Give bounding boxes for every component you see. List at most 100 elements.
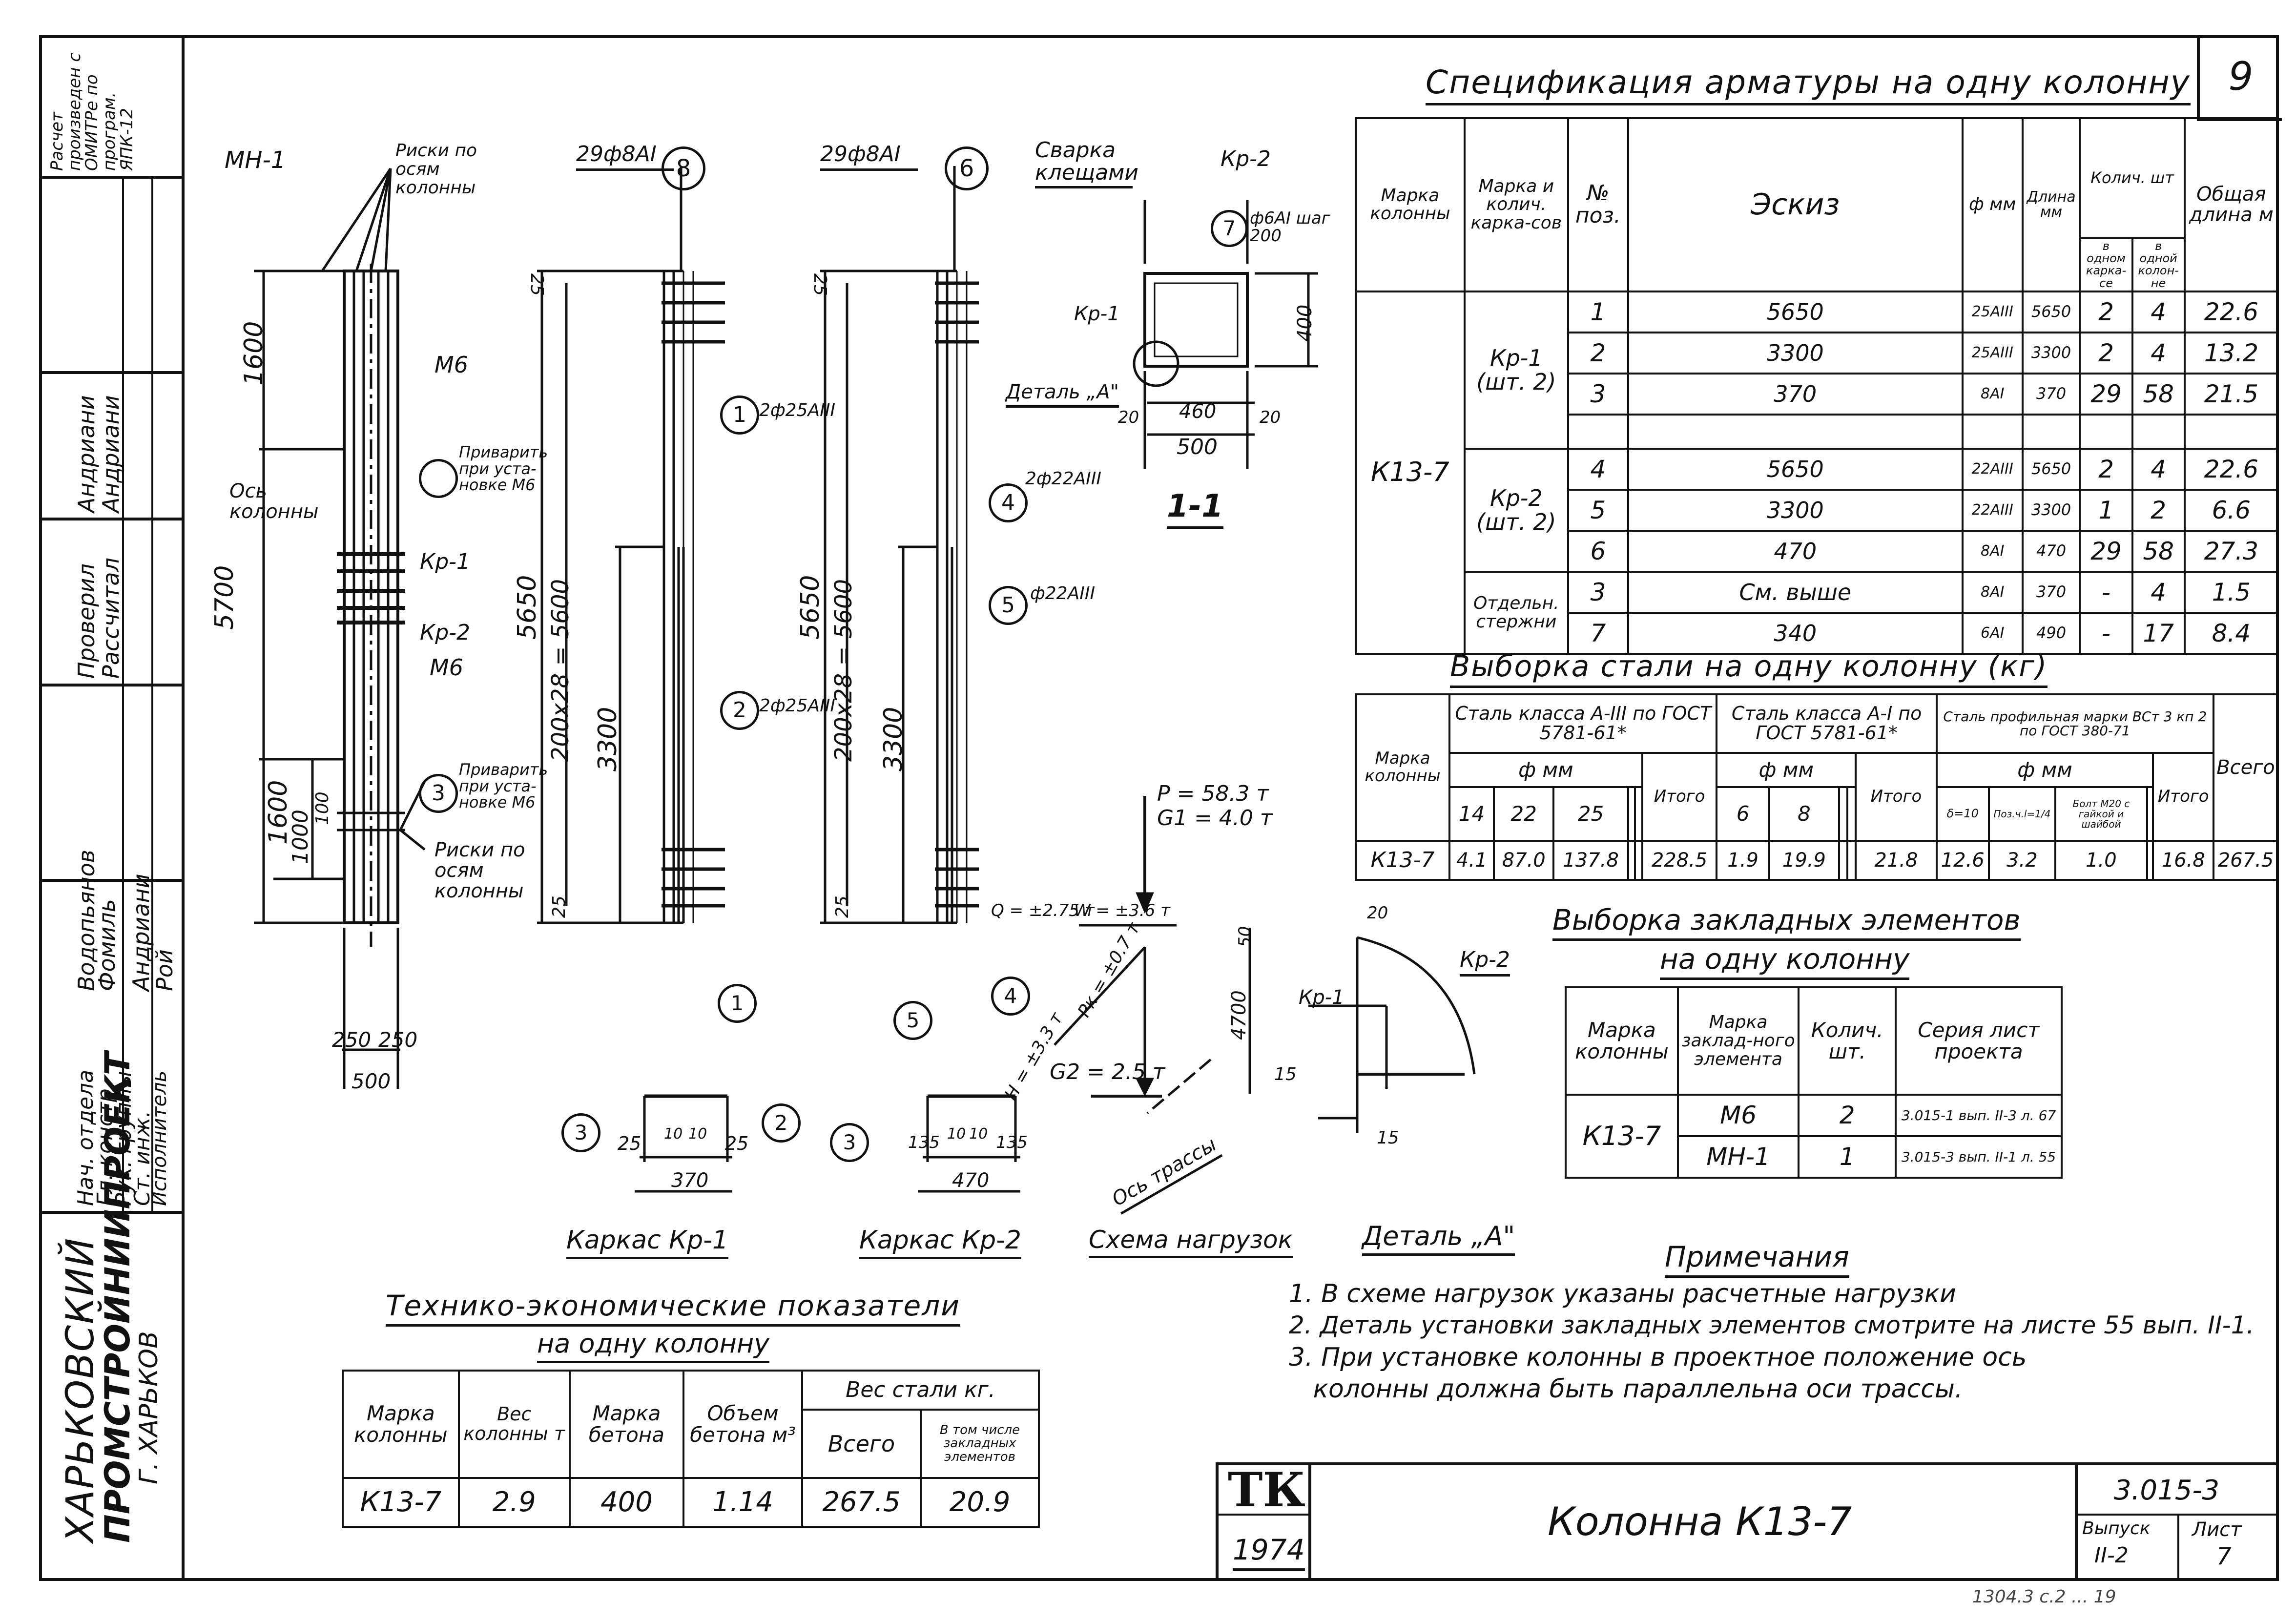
kr1-c1-label: 2ф25АIII xyxy=(759,400,835,420)
kr2-c4: 4 xyxy=(989,483,1028,522)
kr1-pos: 8 xyxy=(662,146,705,190)
spec-len: 3300 xyxy=(2021,488,2081,532)
load-q: Q = ±2.75 т xyxy=(991,901,1095,920)
spec-pos: 5 xyxy=(1567,488,1629,532)
steel-val: 1.9 xyxy=(1716,840,1770,881)
emb-title2: на одну колонну xyxy=(1660,942,1910,980)
steel-d: 25 xyxy=(1552,786,1629,842)
spec-total: 27.3 xyxy=(2183,529,2279,573)
kr2-d25a: 25 xyxy=(810,273,830,296)
lbl-kr2: Кр-2 xyxy=(420,620,471,645)
spec-row: К13-7 Кр-1 (шт. 2) 1 5650 25АIII 5650 2 … xyxy=(1355,290,2279,655)
spec-row: 3 370 8АI 370 29 58 21.5 xyxy=(1356,372,2279,416)
spec-len: 370 xyxy=(2021,570,2081,614)
tep-table: Марка колонны Вес колонны т Марка бетона… xyxy=(342,1370,1040,1528)
spec-len: 3300 xyxy=(2021,331,2081,374)
spec-dia: 25АIII xyxy=(1961,331,2024,374)
emb-h-qty: Колич. шт. xyxy=(1798,986,1897,1096)
steel-h-total-a1: Итого xyxy=(1855,752,1938,842)
emb-qty: 1 xyxy=(1798,1135,1897,1179)
spec-qf: - xyxy=(2079,611,2133,655)
tep-h-volume: Объем бетона м³ xyxy=(683,1370,803,1479)
spec-total: 21.5 xyxy=(2183,372,2279,416)
emb-row: МН-1 1 3.015-3 вып. II-1 л. 55 xyxy=(1566,1135,2063,1179)
kr2-sec-d1: 10 xyxy=(947,1125,966,1143)
steel-d: Поз.ч.l=1/4 xyxy=(1987,786,2057,842)
tep-h-mark: Марка колонны xyxy=(342,1370,460,1479)
spec-frame: Кр-1 (шт. 2) xyxy=(1463,290,1569,450)
kr2-sec-d3: 135 xyxy=(996,1133,1028,1152)
strip-divider xyxy=(39,684,185,686)
bottom-code: 1304.3 с.2 ... 19 xyxy=(1972,1587,2116,1607)
spec-qc: 4 xyxy=(2131,290,2186,333)
det-caption: Деталь „А" xyxy=(1362,1221,1515,1256)
steel-val: 12.6 xyxy=(1935,840,1990,881)
computed-label: Рассчитал xyxy=(98,558,124,679)
spec-sketch: 340 xyxy=(1627,611,1964,655)
sec-pos7-label: ф6АI шаг 200 xyxy=(1250,208,1330,246)
note-3: 3. При установке колонны в проектное пол… xyxy=(1289,1343,2027,1372)
sec-d400: 400 xyxy=(1294,304,1316,342)
tep-all: 267.5 xyxy=(801,1477,922,1528)
spec-dia: 8АI xyxy=(1961,529,2024,573)
emb-row: К13-7 М6 2 3.015-1 вып. II-3 л. 67 xyxy=(1565,1094,2063,1179)
emb-series: 3.015-3 вып. II-1 л. 55 xyxy=(1895,1135,2063,1179)
pos-marker: 3 xyxy=(419,774,458,813)
kr1-sec-d2: 10 xyxy=(688,1125,707,1143)
sheet-number: 9 xyxy=(2197,35,2282,121)
org-city: Г. ХАРЬКОВ xyxy=(134,1331,164,1484)
checked-label: Проверил xyxy=(73,563,100,679)
spec-column-mark: К13-7 xyxy=(1355,290,1466,655)
steel-d: Болт М20 с гайкой и шайбой xyxy=(2054,786,2148,842)
spec-pos: 4 xyxy=(1567,447,1629,491)
spec-title: Спецификация арматуры на одну колонну xyxy=(1426,63,2191,105)
load-d50: 50 xyxy=(1235,926,1255,947)
spec-dia: 22АIII xyxy=(1961,447,2024,491)
kr1-d25b: 25 xyxy=(549,895,569,918)
sec-pos7: 7 xyxy=(1211,210,1248,247)
spec-sketch: 3300 xyxy=(1627,331,1964,374)
steel-val: 21.8 xyxy=(1855,840,1938,881)
spec-h-qty: Колич. шт xyxy=(2079,117,2186,239)
tep-h-all: Всего xyxy=(801,1409,922,1479)
sheet-label: Лист xyxy=(2192,1518,2242,1541)
spec-h-total: Общая длина м xyxy=(2183,117,2279,292)
kr2-pos: 6 xyxy=(945,146,989,190)
dim-250a: 250 xyxy=(332,1028,372,1052)
spec-frame: Кр-2 (шт. 2) xyxy=(1463,447,1569,573)
spec-qf: 2 xyxy=(2079,331,2133,374)
det-d20: 20 xyxy=(1367,903,1388,923)
spec-sketch: 470 xyxy=(1627,529,1964,573)
pos-marker xyxy=(419,459,458,498)
spec-qf: 2 xyxy=(2079,447,2133,491)
strip-divider xyxy=(39,879,185,882)
logo: ТК xyxy=(1228,1462,1305,1518)
kr2-d200x28: 200x28 = 5600 xyxy=(830,579,857,762)
spec-total: 1.5 xyxy=(2183,570,2279,614)
name-3: Рой xyxy=(151,949,178,991)
steel-mark: К13-7 xyxy=(1355,840,1450,881)
kr1-d200x28: 200x28 = 5600 xyxy=(547,579,574,762)
steel-val: 19.9 xyxy=(1768,840,1841,881)
spec-len: 5650 xyxy=(2021,447,2081,491)
notes-title: Примечания xyxy=(1665,1240,1849,1278)
kr2-d3300: 3300 xyxy=(879,707,908,771)
emb-title1: Выборка закладных элементов xyxy=(1552,903,2021,941)
kr2-caption: Каркас Кр-2 xyxy=(859,1226,1021,1259)
sec-detail: Деталь „А" xyxy=(1006,381,1119,408)
spec-pos: 2 xyxy=(1567,331,1629,374)
note-4: колонны должна быть параллельна оси трас… xyxy=(1289,1374,1963,1404)
tep-h-incl: В том числе закладных элементов xyxy=(920,1409,1040,1479)
title-divider xyxy=(1216,1514,1308,1516)
kr1-c2: 2 xyxy=(720,691,759,730)
spec-qf: 2 xyxy=(2079,290,2133,333)
year: 1974 xyxy=(1233,1533,1305,1571)
steel-h-all: Всего xyxy=(2213,693,2279,842)
spec-qf: 29 xyxy=(2079,372,2133,416)
steel-h-prof: Сталь профильная марки ВСт 3 кп 2 по ГОС… xyxy=(1935,693,2215,754)
sec-d500: 500 xyxy=(1177,435,1218,459)
kr1-c1: 1 xyxy=(720,395,759,435)
spec-qc: 2 xyxy=(2131,488,2186,532)
role-4: Исполнитель xyxy=(148,1070,171,1206)
spec-qc: 58 xyxy=(2131,372,2186,416)
